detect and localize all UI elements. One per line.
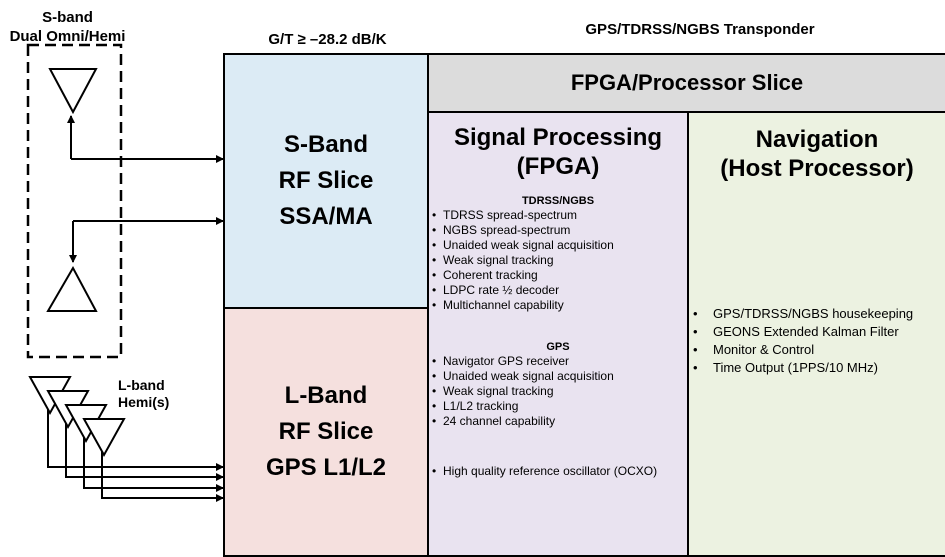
list-item: GPS/TDRSS/NGBS housekeeping: [689, 305, 939, 323]
lband-antenna-icons: [28, 376, 126, 458]
sband-antenna-upper-icon: [48, 68, 98, 115]
lband-antenna-label-line2: Hemi(s): [118, 394, 170, 410]
signal-processing-title: Signal Processing (FPGA): [429, 123, 687, 181]
lband-feed-1: [47, 409, 224, 471]
sband-antenna-lower-icon: [46, 265, 98, 312]
lband-feed-2: [65, 423, 224, 481]
lband-feed-4: [101, 451, 224, 502]
lband-rf-line: L-Band: [284, 382, 368, 409]
sband-rf-line: S-Band: [283, 131, 368, 158]
sband-antenna-label-line2: Dual Omni/Hemi: [9, 28, 126, 45]
list-item: Navigator GPS receiver: [429, 354, 687, 369]
lband-antenna-label-line1: L-band: [118, 377, 165, 393]
tdrss-ngbs-list: TDRSS spread-spectrum NGBS spread-spectr…: [429, 208, 687, 313]
gps-list: Navigator GPS receiver Unaided weak sign…: [429, 354, 687, 429]
list-item: Unaided weak signal acquisition: [429, 369, 687, 384]
list-item: High quality reference oscillator (OCXO): [429, 464, 679, 479]
list-item: Coherent tracking: [429, 268, 687, 283]
sband-antenna-enclosure: [26, 43, 123, 359]
navigation-title-line2: (Host Processor): [720, 155, 914, 182]
navigation-list: GPS/TDRSS/NGBS housekeeping GEONS Extend…: [689, 305, 939, 377]
list-item: Unaided weak signal acquisition: [429, 238, 687, 253]
lband-rf-line: RF Slice: [278, 418, 374, 445]
lband-rf-slice-title: L-Band RF Slice GPS L1/L2: [266, 378, 386, 486]
lband-antenna-icon-4: [82, 418, 126, 458]
sband-rf-line: SSA/MA: [279, 203, 373, 230]
fpga-processor-slice-title: FPGA/Processor Slice: [570, 70, 804, 95]
sband-rf-slice-title: S-Band RF Slice SSA/MA: [279, 127, 374, 235]
lband-antenna-label: L-band Hemi(s): [118, 377, 178, 411]
list-item: Monitor & Control: [689, 341, 939, 359]
list-item: 24 channel capability: [429, 414, 687, 429]
lband-feed-3: [83, 437, 224, 492]
signal-processing-title-line1: Signal Processing: [453, 124, 663, 151]
sband-rf-line: RF Slice: [278, 167, 374, 194]
tdrss-ngbs-heading: TDRSS/NGBS: [521, 195, 595, 207]
signal-processing-title-line2: (FPGA): [516, 153, 600, 180]
list-item: Weak signal tracking: [429, 384, 687, 399]
lband-rf-line: GPS L1/L2: [265, 454, 387, 481]
list-item: Multichannel capability: [429, 298, 687, 313]
transponder-label: GPS/TDRSS/NGBS Transponder: [585, 21, 815, 38]
gps-heading: GPS: [546, 341, 570, 353]
list-item: LDPC rate ½ decoder: [429, 283, 687, 298]
list-item: L1/L2 tracking: [429, 399, 687, 414]
oscillator-list: High quality reference oscillator (OCXO): [429, 464, 679, 479]
list-item: GEONS Extended Kalman Filter: [689, 323, 939, 341]
list-item: Weak signal tracking: [429, 253, 687, 268]
lband-rf-slice: L-Band RF Slice GPS L1/L2: [223, 307, 429, 557]
fpga-processor-slice: FPGA/Processor Slice: [427, 53, 945, 113]
list-item: NGBS spread-spectrum: [429, 223, 687, 238]
gt-spec-label: G/T ≥ –28.2 dB/K: [268, 31, 387, 48]
sband-antenna-label: S-band Dual Omni/Hemi: [0, 8, 135, 46]
navigation-title: Navigation (Host Processor): [689, 125, 945, 183]
list-item: TDRSS spread-spectrum: [429, 208, 687, 223]
navigation-title-line1: Navigation: [755, 126, 879, 153]
signal-processing-panel: Signal Processing (FPGA) TDRSS/NGBS TDRS…: [427, 111, 689, 557]
list-item: Time Output (1PPS/10 MHz): [689, 359, 939, 377]
sband-antenna-label-line1: S-band: [42, 9, 93, 26]
